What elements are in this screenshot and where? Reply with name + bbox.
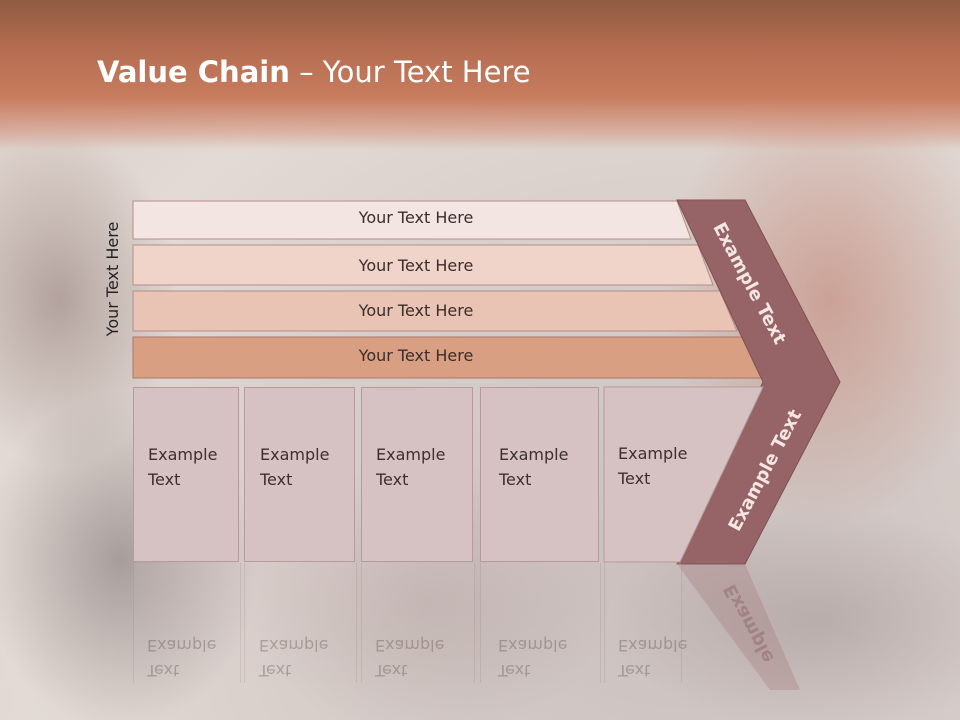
row-1-text[interactable]: Your Text Here bbox=[358, 208, 474, 227]
cell-5-line2: Text bbox=[618, 469, 651, 488]
cell-2-line1: Example bbox=[260, 445, 330, 464]
cell-1-line1: Example bbox=[148, 445, 218, 464]
chevron-shape bbox=[676, 199, 841, 565]
cell-2[interactable]: Example Text bbox=[244, 387, 355, 562]
header-band bbox=[0, 0, 960, 150]
row-2-text[interactable]: Your Text Here bbox=[358, 256, 474, 275]
row-4-text[interactable]: Your Text Here bbox=[358, 346, 474, 365]
cell-4[interactable]: Example Text bbox=[480, 387, 599, 562]
cell-4-line2: Text bbox=[499, 470, 532, 489]
cell-3-line1: Example bbox=[376, 445, 446, 464]
cell-3-line2: Text bbox=[376, 470, 409, 489]
slide-title[interactable]: Value Chain – Your Text Here bbox=[97, 55, 531, 89]
cell-2-line2: Text bbox=[260, 470, 293, 489]
title-rest: – Your Text Here bbox=[289, 55, 531, 89]
cell-5-shape bbox=[603, 386, 764, 563]
cell-1-line2: Text bbox=[148, 470, 181, 489]
cell-4-line1: Example bbox=[499, 445, 569, 464]
cell-5-line1: Example bbox=[618, 444, 688, 463]
chevron-reflection bbox=[677, 564, 800, 690]
cell-5[interactable]: Example Text bbox=[604, 387, 687, 562]
row-3-text[interactable]: Your Text Here bbox=[358, 301, 474, 320]
row-2-shape bbox=[132, 244, 714, 286]
cell-1[interactable]: Example Text bbox=[133, 387, 239, 562]
row-3-shape bbox=[132, 290, 738, 332]
title-bold: Value Chain bbox=[97, 55, 290, 89]
cell-3[interactable]: Example Text bbox=[361, 387, 473, 562]
row-1-shape bbox=[132, 200, 692, 240]
